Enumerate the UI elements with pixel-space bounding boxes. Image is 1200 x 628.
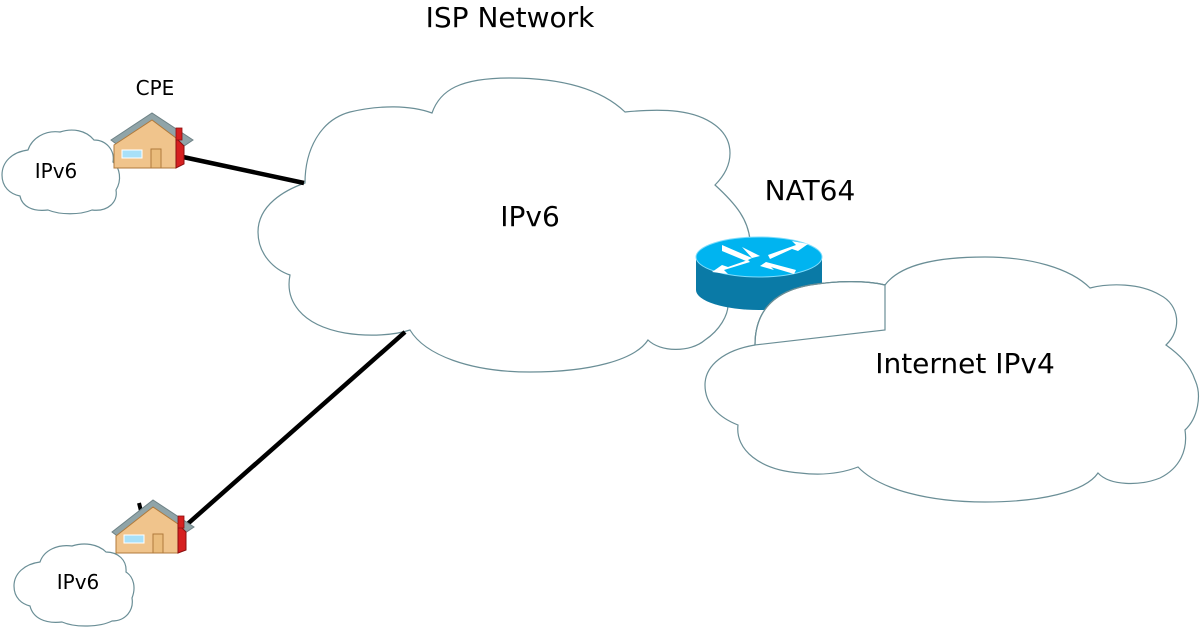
diagram-title: ISP Network [426, 1, 596, 34]
home-cloud-bottom-label: IPv6 [57, 570, 100, 594]
nat64-router[interactable]: NAT64 [695, 174, 886, 346]
home-cloud-top: IPv6 [1, 129, 121, 215]
link-cpe-bottom-to-isp [181, 330, 407, 530]
home-cloud-top-label: IPv6 [35, 159, 78, 183]
cpe-label: CPE [136, 76, 175, 100]
internet-cloud-label: Internet IPv4 [875, 347, 1055, 380]
cpe-top[interactable]: CPE [110, 76, 194, 169]
cpe-bottom[interactable] [111, 499, 195, 554]
house-icon [111, 499, 195, 554]
router-icon [695, 236, 823, 310]
house-icon [110, 112, 194, 169]
isp-cloud: IPv6 [257, 77, 752, 373]
nat64-label: NAT64 [765, 174, 856, 207]
home-cloud-bottom: IPv6 [13, 543, 135, 627]
isp-cloud-label: IPv6 [500, 200, 560, 233]
link-cpe-top-to-isp [182, 154, 305, 186]
